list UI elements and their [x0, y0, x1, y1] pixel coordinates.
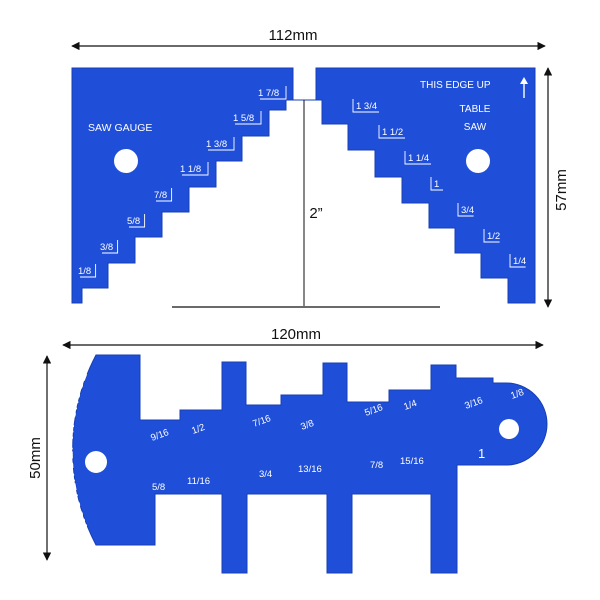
arrow-up-icon [520, 77, 528, 98]
saw-step-right-label-corner-mark [483, 229, 500, 243]
router-bottom-depth-label: 15/16 [400, 456, 424, 467]
saw-step-left-label-corner-mark [80, 264, 97, 278]
saw-step-left-label-corner-mark [235, 111, 262, 125]
saw-step-right-label-text: 1 3/4 [356, 101, 377, 112]
saw-width-label: 112mm [269, 27, 318, 44]
saw-step-right-label-corner-mark [430, 177, 443, 191]
saw-step-right-label-text: 1/4 [513, 256, 526, 267]
saw-step-labels: 1/8 3/8 5/8 7/8 1 1/8 1 3/8 1 5/8 1 7/8 2 1 3/4 1 … [78, 82, 526, 278]
saw-step-right-label: 1 3/4 [352, 99, 379, 113]
saw-step-right-label-text: 1 1/2 [382, 127, 403, 138]
saw-step-left-label-text: 1 1/8 [180, 164, 201, 175]
saw-step-left-label-corner-mark [129, 214, 146, 228]
saw-step-left-label-text: 5/8 [127, 216, 140, 227]
router-bottom-depth-label: 3/4 [259, 469, 272, 480]
saw-step-left-label-text: 1 5/8 [233, 113, 254, 124]
this-edge-up-label: THIS EDGE UP [420, 80, 491, 91]
router-bottom-depth-label: 1 [478, 446, 485, 461]
saw-step-top-label: 2 [309, 82, 315, 94]
router-gauge-hole-right [499, 419, 519, 439]
saw-step-right-label-text: 3/4 [461, 205, 474, 216]
router-bottom-depth-label: 11/16 [187, 476, 210, 487]
saw-step-right-label-corner-mark [404, 151, 431, 165]
saw-gauge-plate [71, 67, 536, 304]
router-bottom-depth-label: 5/8 [152, 482, 165, 493]
saw-step-left-label-corner-mark [208, 137, 235, 151]
saw-step-left-label-text: 3/8 [100, 242, 113, 253]
saw-step-left-label: 1 1/8 [180, 162, 209, 176]
table-label: TABLE [460, 104, 491, 115]
saw-step-left-label: 1 3/8 [206, 137, 235, 151]
saw-step-left-label-text: 1 7/8 [258, 88, 279, 99]
saw-step-left-label: 5/8 [127, 214, 146, 228]
saw-step-left-label-text: 1 3/8 [206, 139, 227, 150]
saw-step-left-label-corner-mark [102, 240, 119, 254]
saw-step-right-label-corner-mark [378, 125, 405, 139]
router-bottom-depth-label: 7/8 [370, 460, 383, 471]
saw-step-left-label-text: 1/8 [78, 266, 91, 277]
router-gauge-hole-left [85, 451, 107, 473]
saw-height-label: 57mm [553, 169, 570, 211]
saw-step-left-label: 7/8 [154, 188, 173, 202]
saw-step-right-label: 3/4 [457, 203, 474, 217]
router-top-depth-label: 1/8 [509, 387, 525, 402]
saw-step-right-label-corner-mark [509, 254, 526, 268]
saw-gauge-title: SAW GAUGE [88, 122, 152, 134]
saw-gauge-hole-left [114, 149, 138, 173]
router-height-label: 50mm [27, 437, 44, 479]
router-gauge-plate [72, 354, 548, 574]
saw-label: SAW [464, 122, 487, 133]
saw-step-right-label-corner-mark [352, 99, 379, 113]
router-width-label: 120mm [271, 326, 321, 343]
saw-step-left-label-corner-mark [260, 86, 287, 100]
saw-step-right-label: 1/4 [509, 254, 526, 268]
saw-step-left-label: 1/8 [78, 264, 97, 278]
saw-step-right-label: 1/2 [483, 229, 500, 243]
saw-step-left-label: 3/8 [100, 240, 119, 254]
saw-step-right-label-text: 1 1/4 [408, 153, 429, 164]
saw-step-right-label: 1 1/4 [404, 151, 431, 165]
saw-step-left-label-corner-mark [156, 188, 173, 202]
saw-step-left-label-text: 7/8 [154, 190, 167, 201]
saw-step-right-label: 1 [430, 177, 443, 191]
saw-gauge: 112mm 57mm SAW GAUGE THIS EDGE UP TABLE … [71, 27, 570, 308]
router-top-depth-label: 3/8 [299, 418, 315, 433]
saw-step-left-label: 1 7/8 [258, 86, 287, 100]
saw-gauge-hole-right [466, 149, 490, 173]
saw-step-left-label: 1 5/8 [233, 111, 262, 125]
router-bottom-depth-label: 13/16 [298, 464, 322, 475]
saw-step-right-label-text: 1 [434, 179, 439, 190]
saw-step-right-label-corner-mark [457, 203, 474, 217]
router-top-depth-label: 1/4 [402, 398, 418, 413]
saw-step-right-label-text: 1/2 [487, 231, 500, 242]
depth-label: 2” [309, 205, 322, 222]
saw-step-left-label-corner-mark [182, 162, 209, 176]
saw-step-right-label: 1 1/2 [378, 125, 405, 139]
saw-step-top-label-text: 2 [309, 82, 315, 94]
router-top-depth-label: 1/2 [190, 422, 206, 437]
